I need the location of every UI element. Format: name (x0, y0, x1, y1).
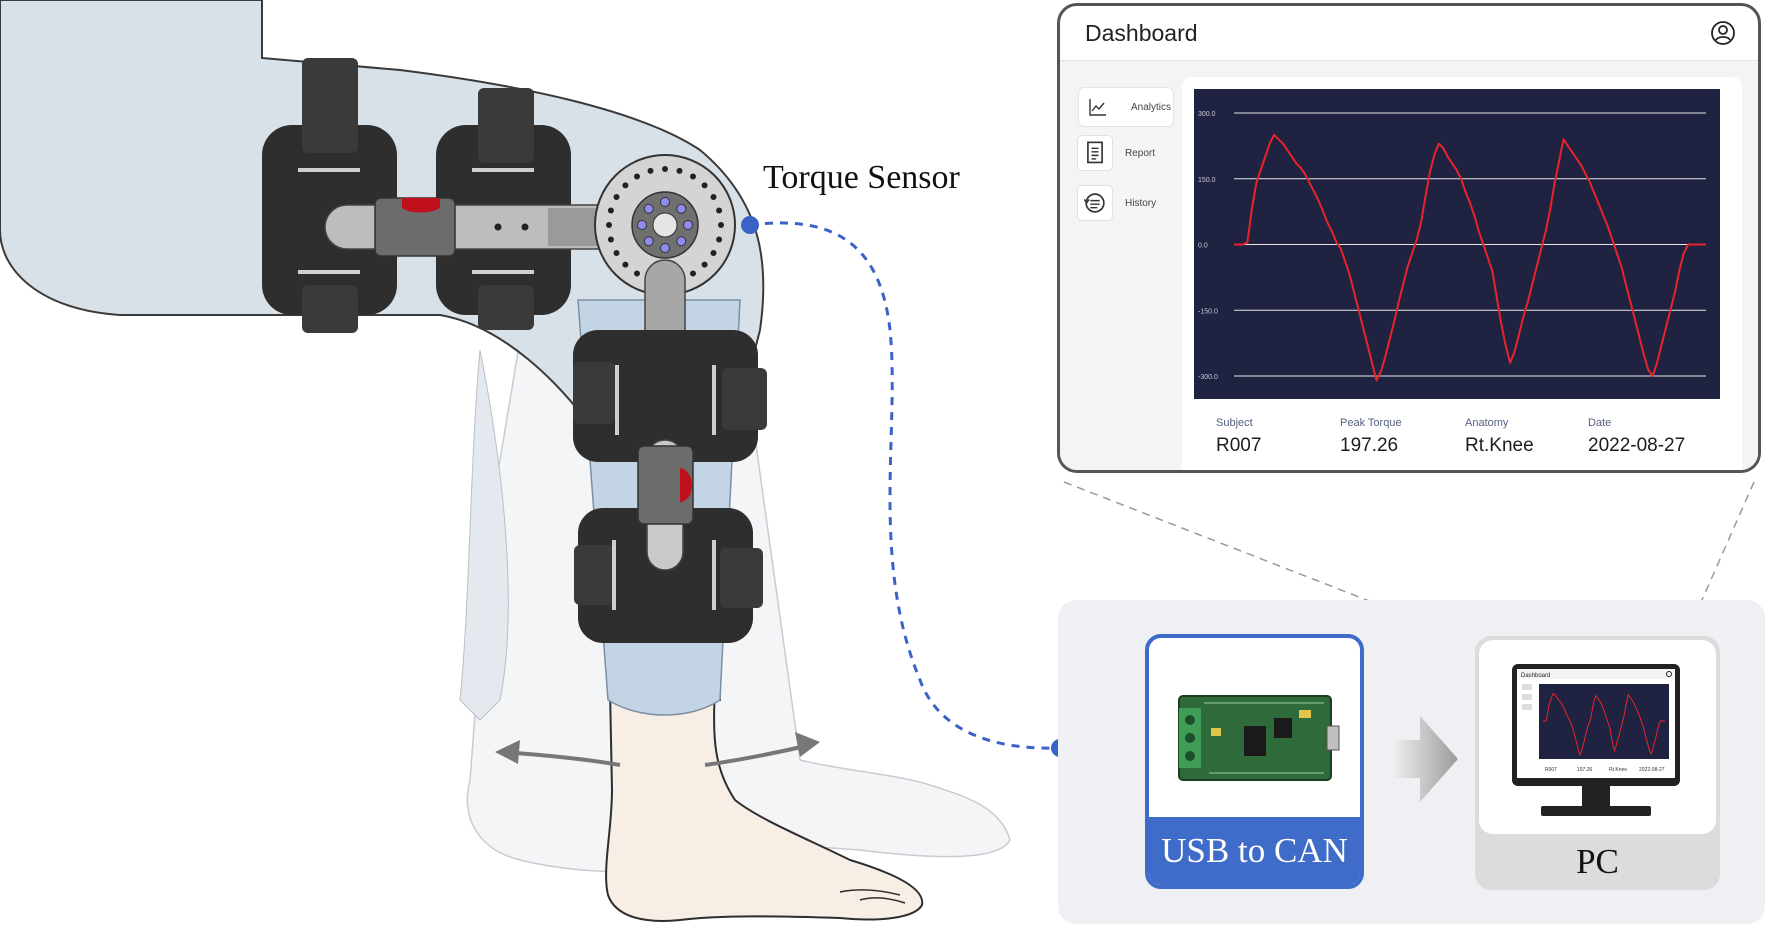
info-anatomy: Anatomy Rt.Knee (1465, 417, 1534, 457)
sensor-bolt (718, 222, 724, 228)
info-value: R007 (1216, 435, 1262, 456)
sensor-bolt (690, 173, 696, 180)
zoom-line-right (1679, 481, 1755, 651)
mini-chart-line (1543, 692, 1665, 757)
usb-to-can-box: USB to CAN (1145, 634, 1364, 889)
flow-arrow-icon (1392, 716, 1458, 802)
sensor-bolt (622, 261, 629, 268)
dashed-connection-line (749, 221, 1061, 750)
y-tick-label: 0.0 (1198, 243, 1208, 250)
sidebar-item-analytics[interactable]: Analytics (1078, 87, 1174, 127)
torque-line-chart: 300.0 150.0 0.0 -150.0 -300.0 (1194, 89, 1720, 399)
dashboard-window: Dashboard Analytics Report (1057, 3, 1761, 473)
sensor-bolt (647, 167, 654, 174)
y-tick-label: 300.0 (1198, 111, 1216, 118)
sensor-bolt (701, 261, 708, 268)
sensor-bolt (622, 182, 629, 189)
mini-info-value: R007 (1545, 767, 1557, 773)
sensor-inner-bolt (676, 236, 687, 247)
shin-cuff-upper (573, 330, 767, 462)
info-peak-torque: Peak Torque 197.26 (1340, 417, 1402, 457)
monitor-icon: Dashboard R007 197.26 Rt.Knee 2022-08-27 (1512, 664, 1680, 816)
sensor-bolt (662, 166, 668, 172)
usb-to-can-label: USB to CAN (1149, 817, 1360, 885)
pc-box: Dashboard R007 197.26 Rt.Knee 2022-08-27… (1475, 636, 1720, 890)
sensor-bolt (613, 194, 620, 200)
sensor-bolt (607, 236, 614, 243)
upper-brace-bar (324, 197, 626, 257)
sensor-inner-bolt (683, 220, 693, 230)
sensor-inner-bolt (660, 197, 670, 207)
sidebar-item-label: History (1125, 197, 1157, 209)
sidebar-item-history[interactable]: History (1076, 183, 1172, 223)
thigh-cuff-right (436, 88, 571, 330)
shin-cuff-lower (574, 508, 763, 643)
sidebar-item-label: Report (1125, 147, 1156, 159)
sensor-inner-bolt (643, 236, 654, 247)
motion-arrow-right-head (795, 732, 820, 757)
sidebar-item-report[interactable]: Report (1076, 133, 1172, 173)
sensor-bolt (710, 250, 717, 256)
info-date: Date 2022-08-27 (1588, 417, 1685, 457)
dashboard-title: Dashboard (1085, 19, 1198, 46)
user-circle-icon[interactable] (1710, 20, 1736, 46)
history-icon (1077, 185, 1113, 221)
mini-dashboard-title: Dashboard (1521, 673, 1550, 679)
sensor-bolt (716, 207, 723, 214)
sensor-connection-dot (741, 216, 759, 234)
sensor-bolt (701, 182, 708, 189)
dashboard-body: Analytics Report History 300.0 150.0 0.0 -1… (1060, 61, 1758, 470)
sensor-bolt (676, 167, 683, 174)
document-icon (1077, 135, 1113, 171)
mini-info-value: 197.26 (1577, 767, 1593, 773)
mini-info-value: 2022-08-27 (1639, 767, 1665, 773)
sensor-bolt (716, 236, 723, 243)
sidebar-item-label: Analytics (1131, 101, 1172, 113)
sensor-inner-bolt (637, 220, 647, 230)
info-label: Date (1588, 417, 1612, 429)
torque-series-line (1234, 133, 1706, 382)
analytics-card: 300.0 150.0 0.0 -150.0 -300.0 Subject R007 P… (1182, 77, 1742, 470)
info-value: 2022-08-27 (1588, 435, 1686, 456)
sensor-inner-bolt (643, 203, 654, 214)
y-tick-label: 150.0 (1198, 177, 1216, 184)
sensor-inner-bolts (637, 197, 693, 253)
info-label: Subject (1216, 417, 1253, 429)
info-label: Peak Torque (1340, 417, 1402, 429)
shin-buckle (637, 439, 694, 571)
info-label: Anatomy (1465, 417, 1509, 429)
torque-sensor-label: Torque Sensor (763, 159, 960, 196)
y-tick-label: -300.0 (1198, 374, 1218, 381)
sensor-bolt (690, 270, 696, 277)
dashboard-header: Dashboard (1060, 6, 1758, 61)
sensor-bolt (634, 173, 640, 180)
foot (605, 689, 924, 922)
sensor-bolt (606, 222, 612, 228)
sensor-inner-bolt (676, 203, 687, 214)
mini-info-value: Rt.Knee (1609, 767, 1627, 773)
line-chart-icon (1089, 99, 1106, 116)
pc-inner: Dashboard R007 197.26 Rt.Knee 2022-08-27 (1479, 640, 1716, 834)
y-tick-label: -150.0 (1198, 308, 1218, 315)
pc-label: PC (1576, 842, 1619, 881)
sensor-bolt (607, 207, 614, 214)
sensor-bolt (710, 194, 717, 200)
sensor-bolt (634, 270, 640, 277)
info-value: 197.26 (1340, 435, 1399, 456)
usb-can-board-icon (1178, 695, 1340, 781)
info-value: Rt.Knee (1465, 435, 1534, 456)
sensor-bolt (613, 250, 620, 256)
info-subject: Subject R007 (1216, 417, 1261, 457)
sensor-inner-bolt (660, 243, 670, 253)
motion-arrow-left-head (495, 740, 520, 764)
